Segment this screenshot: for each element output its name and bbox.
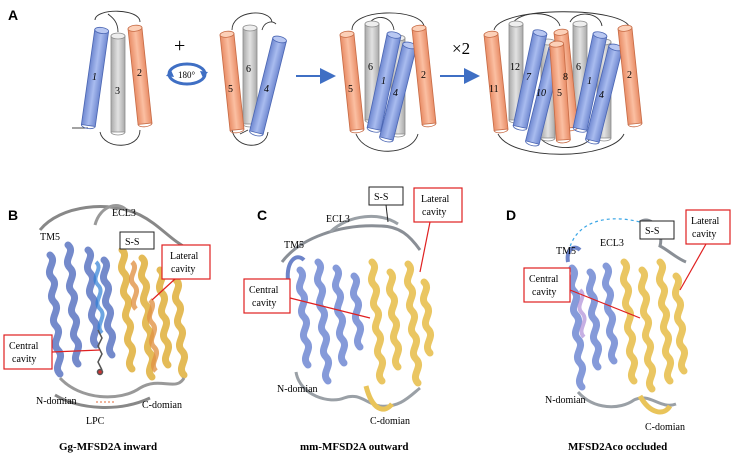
central-cavity-box-c	[243, 278, 291, 314]
ss-label-d: S-S	[645, 226, 659, 237]
helix-3-cylinder	[110, 32, 126, 136]
panel-c: C ECL3 TM5 S-S Lateral	[243, 186, 463, 453]
helix-group-4: 11 12 7 10 8 5 6 1 4 2	[483, 11, 643, 155]
s4-label-11: 11	[489, 84, 499, 95]
s4-label-4: 4	[599, 90, 604, 101]
lpc-ligand	[96, 329, 104, 376]
caption-d: MFSD2Aco occluded	[568, 441, 667, 453]
rotation-label: 180°	[178, 70, 196, 80]
tm5-label-d: TM5	[556, 246, 576, 257]
s4-helix-11	[483, 30, 509, 134]
s4-label-7: 7	[526, 72, 532, 83]
s3-label-4: 4	[393, 88, 398, 99]
helix-group-1: 1 3 2	[72, 10, 153, 146]
s4-label-10: 10	[536, 88, 546, 99]
protein-ribbon-b	[38, 204, 191, 409]
ndomain-label-c: N-domian	[277, 384, 318, 395]
ecl3-label-b: ECL3	[112, 208, 136, 219]
lateral-cavity-line1-d: Lateral	[691, 216, 720, 227]
ndomain-label-b: N-domian	[36, 396, 77, 407]
ss-box-d	[639, 220, 675, 240]
panel-b: B	[3, 204, 211, 453]
ecl3-label-d: ECL3	[600, 238, 624, 249]
panel-d-letter: D	[506, 207, 516, 223]
protein-ribbon-d	[565, 218, 689, 415]
ss-label-b: S-S	[125, 237, 139, 248]
helix-group-3: 5 6 1 4 2	[339, 12, 437, 152]
loop-tail-top	[107, 13, 119, 33]
panel-a: A 1 3 2 + 180°	[8, 7, 643, 155]
loop-top	[94, 10, 141, 23]
lateral-cavity-box-c	[413, 187, 463, 223]
helix-label-5: 5	[228, 84, 233, 95]
protein-ribbon-c	[280, 214, 435, 412]
central-cavity-box-d	[523, 267, 571, 303]
lpc-label-b: LPC	[86, 416, 105, 427]
panel-a-letter: A	[8, 7, 18, 23]
caption-c: mm-MFSD2A outward	[300, 441, 408, 453]
panel-b-letter: B	[8, 207, 18, 223]
tm5-label-b: TM5	[40, 232, 60, 243]
loop-bottom	[99, 129, 141, 146]
lateral-cavity-box-b	[161, 244, 211, 280]
lateral-cavity-line2-d: cavity	[692, 229, 716, 240]
ndomain-label-d: N-domian	[545, 395, 586, 406]
central-cavity-line1-d: Central	[529, 274, 559, 285]
s4-label-8: 8	[563, 72, 568, 83]
helix-label-4: 4	[264, 84, 269, 95]
s4-label-2: 2	[627, 70, 632, 81]
central-cavity-line1-b: Central	[9, 341, 39, 352]
central-cavity-line1-c: Central	[249, 285, 279, 296]
lateral-cavity-line1-c: Lateral	[421, 194, 450, 205]
s3-label-1: 1	[381, 76, 386, 87]
central-cavity-line2-c: cavity	[252, 298, 276, 309]
ss-label-c: S-S	[374, 192, 388, 203]
s4-label-6: 6	[576, 62, 581, 73]
lateral-cavity-line2-c: cavity	[422, 207, 446, 218]
helix-label-1: 1	[92, 72, 97, 83]
caption-b: Gg-MFSD2A inward	[59, 441, 157, 453]
central-cavity-line2-d: cavity	[532, 287, 556, 298]
helix-group-2: 5 6 4	[219, 12, 288, 146]
helix-label-6: 6	[246, 64, 251, 75]
cdomain-label-d: C-domian	[645, 422, 685, 433]
tm5-label-c: TM5	[284, 240, 304, 251]
s3-label-6: 6	[368, 62, 373, 73]
central-cavity-line2-b: cavity	[12, 354, 36, 365]
central-pointer-d	[569, 289, 641, 319]
s3-label-2: 2	[421, 70, 426, 81]
lateral-cavity-line1-b: Lateral	[170, 251, 199, 262]
times-two: ×2	[452, 39, 470, 58]
ss-pointer-c	[385, 204, 389, 223]
helix-5-cylinder	[219, 30, 245, 134]
s3-helix-5	[339, 30, 365, 134]
helix-label-3: 3	[115, 86, 120, 97]
lateral-pointer-d	[679, 243, 707, 291]
central-pointer-c	[289, 297, 371, 319]
plus-sign: +	[174, 35, 185, 57]
s4-label-1: 1	[587, 76, 592, 87]
disordered-loop-dashed	[567, 218, 641, 259]
lateral-cavity-box-d	[685, 209, 731, 245]
rotation-icon: 180°	[166, 62, 208, 86]
s4-label-12: 12	[510, 62, 520, 73]
lateral-pointer-c	[419, 221, 431, 273]
ecl3-label-c: ECL3	[326, 214, 350, 225]
panel-d: D ECL3 TM5 S-S	[506, 207, 731, 453]
helix-label-2: 2	[137, 68, 142, 79]
lateral-pointer-b	[151, 278, 176, 301]
cdomain-label-c: C-domian	[370, 416, 410, 427]
lateral-cavity-line2-b: cavity	[171, 264, 195, 275]
central-pointer-b	[51, 349, 101, 353]
panel-c-letter: C	[257, 207, 267, 223]
ss-box-b	[119, 231, 155, 250]
cdomain-label-b: C-domian	[142, 400, 182, 411]
s3-label-5: 5	[348, 84, 353, 95]
s4-label-5: 5	[557, 88, 562, 99]
